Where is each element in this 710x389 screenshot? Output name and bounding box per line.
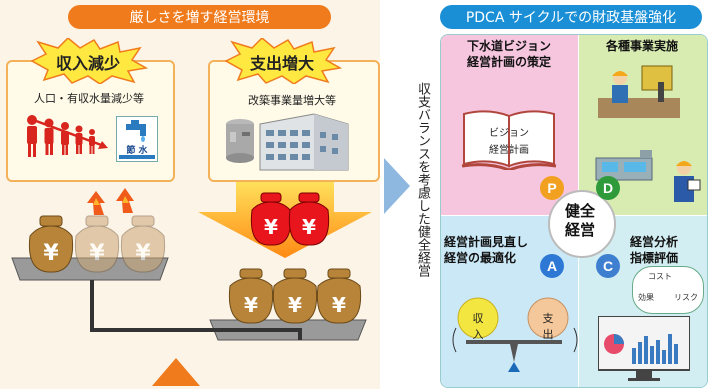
- center-label: 健全 経営: [564, 202, 595, 239]
- act-title: 経営計画見直し 経営の最適化: [444, 235, 529, 265]
- book-line-1: ビジョン: [489, 128, 529, 139]
- bubble-risk: リスク: [674, 293, 698, 302]
- svg-text:¥: ¥: [288, 293, 302, 317]
- book-line-2: 経営計画: [489, 145, 529, 156]
- center-circle: [548, 190, 616, 258]
- expense-caption: 改築事業量増大等: [248, 94, 336, 107]
- plan-book-icon: [461, 110, 557, 170]
- svg-text:¥: ¥: [244, 293, 258, 317]
- water-saving-sign: 節 水: [116, 116, 158, 162]
- p-badge: P: [540, 176, 564, 200]
- expense-burst-shape: [224, 38, 342, 84]
- balance-icon: [452, 297, 578, 372]
- left-header-text: 厳しさを増す経営環境: [129, 10, 270, 26]
- water-sign-strip: [119, 155, 155, 159]
- do-title: 各種事業実施: [605, 39, 678, 53]
- check-title: 経営分析 指標評価: [630, 235, 679, 265]
- rising-arrow-icons: [87, 188, 134, 215]
- svg-text:¥: ¥: [264, 215, 278, 239]
- money-bags-right: ¥ ¥ ¥: [228, 268, 362, 324]
- revenue-burst: [30, 38, 148, 84]
- svg-text:¥: ¥: [89, 241, 105, 266]
- faucet-icon: [126, 120, 146, 142]
- vertical-caption: 収支バランスを考慮した健全経営: [415, 82, 430, 277]
- money-bag-3: ¥: [120, 215, 166, 273]
- water-sign-text: 節 水: [126, 146, 148, 156]
- beam: [90, 280, 302, 340]
- analysis-bubble: [632, 266, 704, 314]
- money-bag-6: ¥: [316, 268, 362, 324]
- monitor-chart-icon: [598, 316, 690, 381]
- revenue-caption: 人口・有収水量減少等: [34, 92, 144, 105]
- chevron-right-icon: [384, 158, 410, 214]
- population-decline-icon: [27, 115, 108, 157]
- fulcrum: [152, 358, 200, 386]
- a-badge: A: [540, 254, 564, 278]
- right-header: PDCA サイクルでの財政基盤強化: [440, 5, 702, 29]
- right-header-text: PDCA サイクルでの財政基盤強化: [465, 10, 677, 26]
- svg-text:¥: ¥: [135, 241, 151, 266]
- c-badge: C: [596, 254, 620, 278]
- money-bags-left: ¥ ¥ ¥: [28, 215, 166, 273]
- building-icon: [259, 113, 349, 171]
- expense-burst: [224, 38, 342, 84]
- expense-label: 支出: [542, 312, 554, 341]
- left-header: 厳しさを増す経営環境: [68, 5, 331, 29]
- treatment-plant-icon: [595, 150, 653, 181]
- facility-illustration: [226, 113, 349, 171]
- d-badge: D: [596, 176, 620, 200]
- red-money-bag-2: ¥: [288, 192, 330, 246]
- money-bag-4: ¥: [228, 268, 274, 324]
- red-money-bag-1: ¥: [250, 192, 292, 246]
- revenue-burst-label: 収入減少: [55, 54, 120, 73]
- svg-text:¥: ¥: [302, 215, 316, 239]
- tank-icon: [226, 119, 254, 163]
- plan-title: 下水道ビジョン 経営計画の策定: [466, 39, 551, 69]
- svg-text:¥: ¥: [43, 241, 59, 266]
- money-bag-1: ¥: [28, 215, 74, 273]
- worker-construction-icon: [598, 65, 680, 118]
- revenue-burst-shape: [30, 38, 148, 84]
- bubble-effect: 効果: [638, 293, 654, 302]
- income-label: 収入: [472, 312, 484, 341]
- svg-text:¥: ¥: [332, 293, 346, 317]
- money-bag-5: ¥: [272, 268, 318, 324]
- bubble-cost: コスト: [648, 272, 672, 281]
- money-bags-red: ¥ ¥: [250, 192, 330, 246]
- money-bag-2: ¥: [74, 215, 120, 273]
- inspector-icon: [674, 161, 701, 202]
- expense-burst-label: 支出増大: [249, 54, 314, 73]
